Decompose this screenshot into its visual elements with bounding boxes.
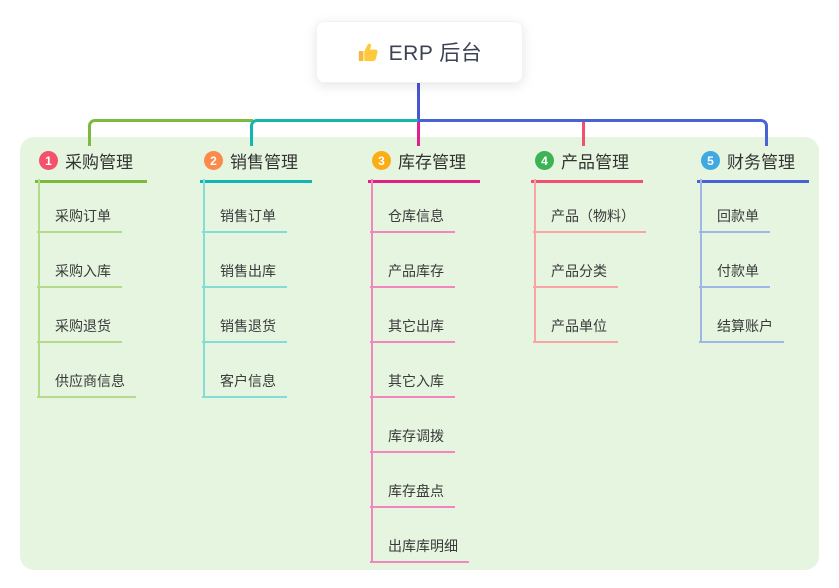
branch-1-badge: 1	[39, 151, 58, 170]
branch-5-label: 财务管理	[727, 153, 795, 172]
branch-3-label: 库存管理	[398, 153, 466, 172]
child-node-5-2[interactable]: 付款单	[699, 261, 770, 288]
child-node-2-3[interactable]: 销售退货	[202, 316, 287, 343]
branch-1-rail	[38, 179, 40, 398]
child-node-3-6[interactable]: 库存盘点	[370, 481, 455, 508]
branch-5-badge: 5	[701, 151, 720, 170]
branch-4-rail	[534, 179, 536, 343]
branch-node-5[interactable]: 5 财务管理	[697, 146, 809, 183]
branch-4-label: 产品管理	[561, 153, 629, 172]
branch-3-badge: 3	[372, 151, 391, 170]
branch-3-rail	[371, 179, 373, 563]
child-node-2-2[interactable]: 销售出库	[202, 261, 287, 288]
child-node-3-5[interactable]: 库存调拨	[370, 426, 455, 453]
branch-5-rail	[700, 179, 702, 343]
branch-2-badge: 2	[204, 151, 223, 170]
child-node-5-3[interactable]: 结算账户	[699, 316, 784, 343]
root-stem-line	[417, 83, 420, 121]
child-node-1-3[interactable]: 采购退货	[37, 316, 122, 343]
branch-node-4[interactable]: 4 产品管理	[531, 146, 643, 183]
child-node-2-1[interactable]: 销售订单	[202, 206, 287, 233]
child-node-1-1[interactable]: 采购订单	[37, 206, 122, 233]
child-node-4-1[interactable]: 产品（物料）	[533, 206, 646, 233]
thumbs-up-icon	[358, 43, 378, 61]
branch-2-rail	[203, 179, 205, 398]
child-node-3-2[interactable]: 产品库存	[370, 261, 455, 288]
branch-node-1[interactable]: 1 采购管理	[35, 146, 147, 183]
branch-4-badge: 4	[535, 151, 554, 170]
child-node-4-2[interactable]: 产品分类	[533, 261, 618, 288]
root-node[interactable]: ERP 后台	[316, 21, 523, 83]
child-node-3-7[interactable]: 出库库明细	[370, 536, 469, 563]
branch-node-2[interactable]: 2 销售管理	[200, 146, 312, 183]
connector-branch-3	[417, 122, 420, 146]
child-node-3-3[interactable]: 其它出库	[370, 316, 455, 343]
child-node-1-4[interactable]: 供应商信息	[37, 371, 136, 398]
connector-branch-5	[418, 119, 768, 146]
child-node-3-1[interactable]: 仓库信息	[370, 206, 455, 233]
branch-2-label: 销售管理	[230, 153, 298, 172]
branch-node-3[interactable]: 3 库存管理	[368, 146, 480, 183]
child-node-5-1[interactable]: 回款单	[699, 206, 770, 233]
root-node-label: ERP 后台	[388, 42, 483, 65]
connector-branch-2	[250, 119, 419, 146]
child-node-3-4[interactable]: 其它入库	[370, 371, 455, 398]
connector-branch-1	[88, 119, 253, 146]
child-node-1-2[interactable]: 采购入库	[37, 261, 122, 288]
child-node-4-3[interactable]: 产品单位	[533, 316, 618, 343]
branch-1-label: 采购管理	[65, 153, 133, 172]
child-node-2-4[interactable]: 客户信息	[202, 371, 287, 398]
connector-branch-4	[582, 122, 585, 146]
branches-panel	[20, 137, 819, 570]
